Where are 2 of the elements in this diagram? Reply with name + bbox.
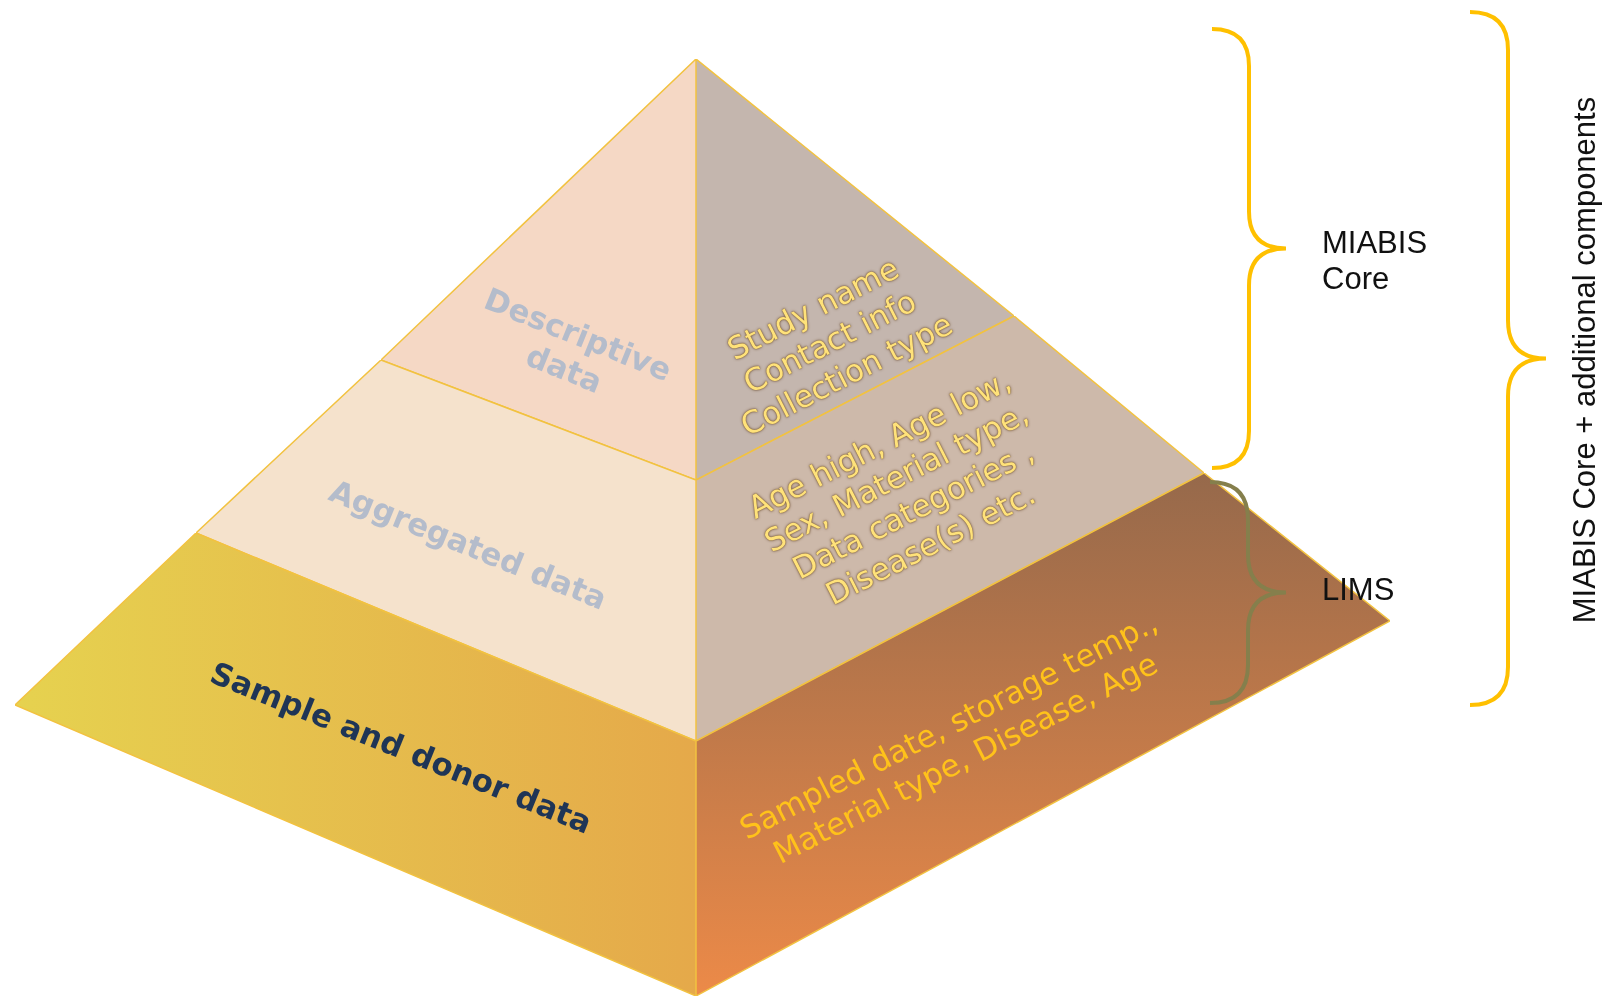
vertical-label: MIABIS Core + additional components (1567, 95, 1603, 626)
bracket-label: MIABIS Core (1322, 225, 1429, 297)
